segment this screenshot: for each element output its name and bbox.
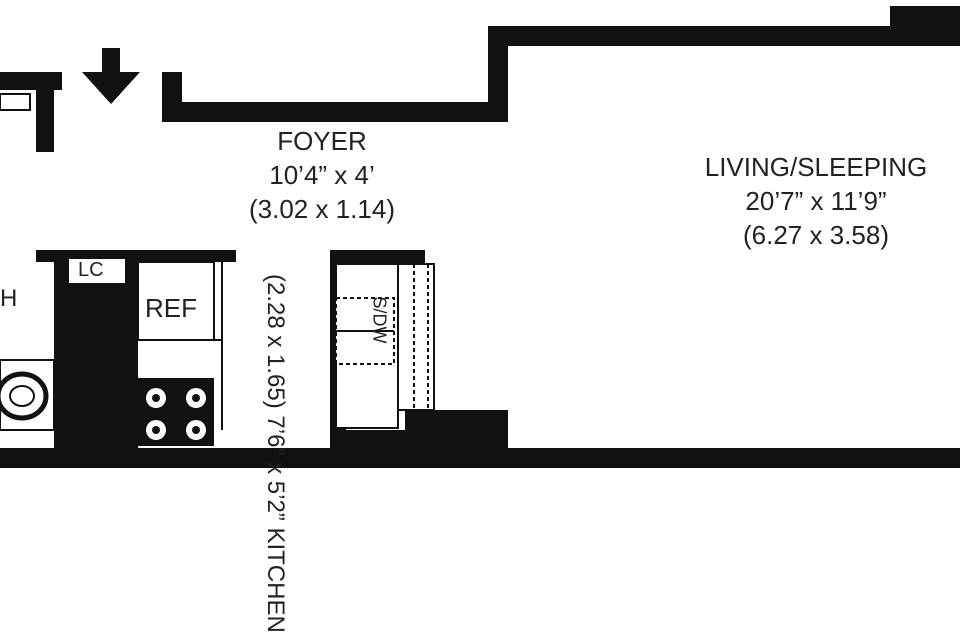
left-edge-letter: H	[0, 285, 18, 312]
foyer-name: FOYER	[277, 126, 367, 156]
sink-icon	[0, 359, 55, 431]
kitchen-counter	[335, 263, 435, 429]
living-sleeping-label: LIVING/SLEEPING 20’7” x 11’9” (6.27 x 3.…	[656, 154, 960, 256]
foyer-dimensions: 10’4” x 4’	[269, 160, 375, 190]
living-metric: (6.27 x 3.58)	[743, 220, 889, 250]
refrigerator-label: REF	[145, 293, 197, 323]
kitchen-name: KITCHEN	[262, 527, 289, 633]
left-closet-edge	[0, 93, 31, 111]
stove-icon	[138, 378, 214, 446]
floor-plan	[0, 6, 960, 468]
left-wall-box	[0, 262, 30, 342]
foyer-metric: (3.02 x 1.14)	[249, 194, 395, 224]
kitchen-dimensions: 7’6” x 5’2”	[262, 415, 289, 521]
living-name: LIVING/SLEEPING	[704, 152, 928, 182]
refrigerator	[137, 261, 223, 430]
living-dimensions: 20’7” x 11’9”	[745, 186, 887, 216]
linen-closet-label: LC	[78, 259, 104, 281]
foyer-label: FOYER 10’4” x 4’ (3.02 x 1.14)	[222, 128, 422, 230]
kitchen-label: (2.28 x 1.65) 7’6” x 5’2” KITCHEN	[262, 274, 289, 633]
dishwasher-label: S/DW	[369, 296, 390, 344]
arrow-down-icon	[82, 48, 140, 104]
kitchen-metric: (2.28 x 1.65)	[262, 274, 289, 409]
linen-closet	[67, 257, 127, 285]
